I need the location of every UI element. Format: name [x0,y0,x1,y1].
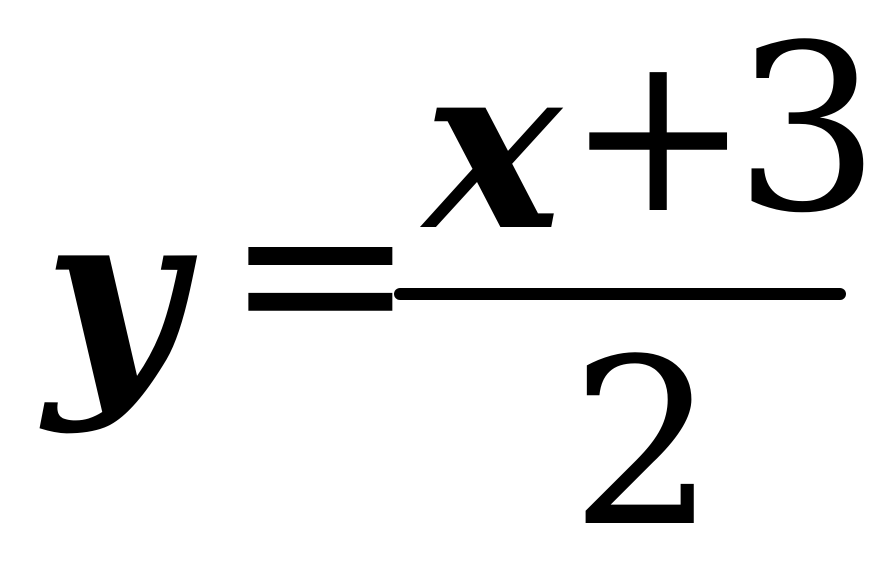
plus-sign: + [566,6,751,262]
numerator-constant: 3 [734,0,880,264]
denominator: 2 [570,311,717,578]
lhs-variable: y [44,155,184,437]
fraction-bar [394,288,846,300]
equals-sign: = [224,139,417,406]
numerator-variable: x [424,12,562,282]
